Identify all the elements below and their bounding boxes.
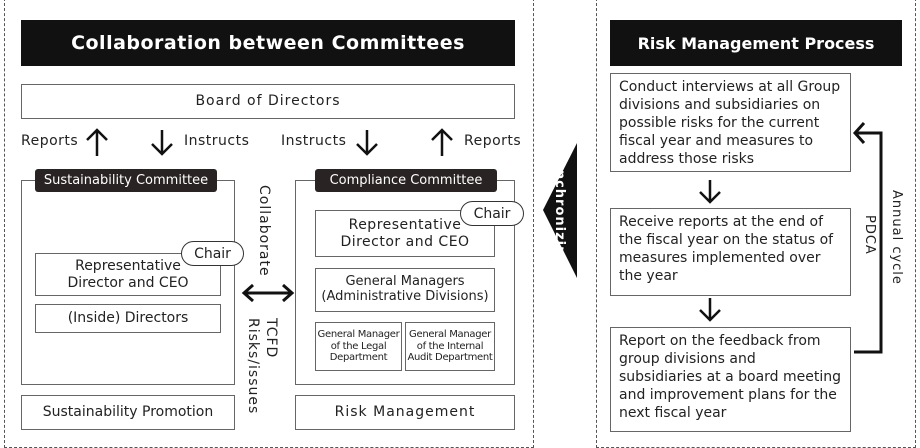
process-step-3: Report on the feedback from group divisi… bbox=[610, 327, 851, 432]
synchronizing-label: Synchronizing bbox=[552, 150, 567, 267]
pdca-label: PDCA bbox=[862, 215, 877, 255]
step-arrows bbox=[699, 180, 721, 322]
tcfd-label: TCFD bbox=[263, 318, 279, 359]
gm-internal-audit: General Manager of the Internal Audit De… bbox=[405, 322, 495, 371]
pdca-loop-arrow bbox=[852, 121, 883, 354]
reports-label: Reports bbox=[21, 133, 79, 149]
arrow-down-icon bbox=[356, 130, 378, 156]
compliance-committee-label: Compliance Committee bbox=[315, 169, 497, 192]
inside-directors: (Inside) Directors bbox=[35, 304, 221, 333]
arrow-down-icon bbox=[699, 298, 721, 322]
board-of-directors: Board of Directors bbox=[21, 84, 515, 119]
sustainability-promotion: Sustainability Promotion bbox=[21, 395, 235, 430]
instructs-label: Instructs bbox=[281, 133, 347, 149]
process-step-2: Receive reports at the end of the fiscal… bbox=[610, 208, 851, 296]
annual-cycle-label: Annual cycle bbox=[889, 190, 904, 285]
chair-badge: Chair bbox=[181, 241, 244, 266]
collaborate-label: Collaborate bbox=[256, 185, 272, 277]
risk-management: Risk Management bbox=[295, 395, 515, 430]
process-step-1: Conduct interviews at all Group division… bbox=[610, 73, 851, 172]
arrow-down-icon bbox=[151, 130, 173, 156]
arrow-down-icon bbox=[699, 180, 721, 204]
risks-issues-label: Risks/issues bbox=[245, 318, 261, 415]
arrow-up-icon bbox=[431, 128, 453, 156]
double-arrow-icon bbox=[241, 283, 295, 303]
reports-label: Reports bbox=[464, 133, 522, 149]
arrow-up-icon bbox=[86, 128, 108, 156]
gm-legal: General Manager of the Legal Department bbox=[315, 322, 402, 371]
chair-badge: Chair bbox=[460, 201, 524, 226]
sustainability-committee-label: Sustainability Committee bbox=[35, 169, 217, 192]
reporting-arrows bbox=[86, 128, 453, 156]
synchronizing-arrow bbox=[543, 143, 577, 278]
collaboration-title: Collaboration between Committees bbox=[21, 20, 515, 66]
risk-process-title: Risk Management Process bbox=[610, 20, 902, 66]
instructs-label: Instructs bbox=[184, 133, 250, 149]
general-managers: General Managers (Administrative Divisio… bbox=[315, 268, 495, 312]
